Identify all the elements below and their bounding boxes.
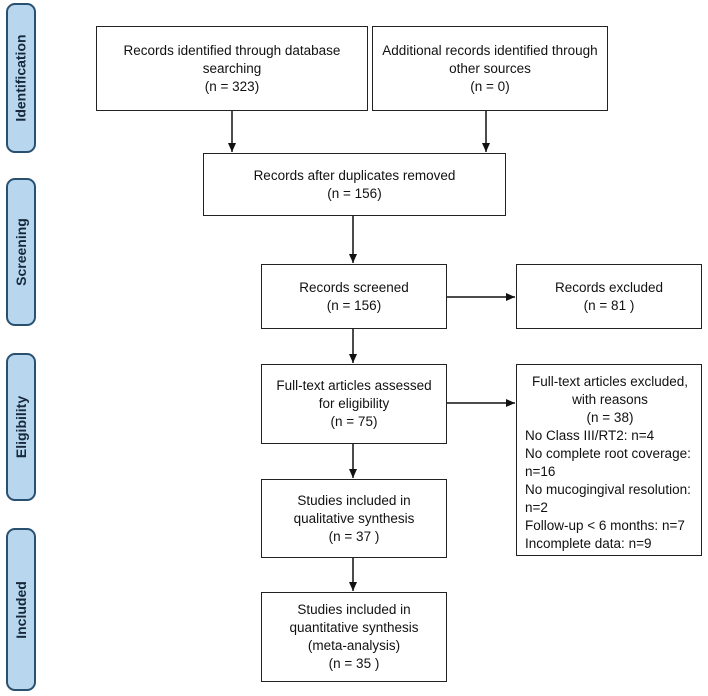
box-fulltext-assessed-line1: Full-text articles assessed xyxy=(276,378,432,393)
box-after-duplicates-line1: Records after duplicates removed xyxy=(253,167,456,183)
box-after-duplicates: Records after duplicates removed (n = 15… xyxy=(203,153,506,216)
box-fulltext-excluded: Full-text articles excluded, with reason… xyxy=(516,364,702,556)
phase-screening: Screening xyxy=(6,178,36,326)
box-records-excluded-count: (n = 81 ) xyxy=(583,297,635,313)
box-other-records-count: (n = 0) xyxy=(470,78,510,94)
box-fulltext-excluded-line2: with reasons xyxy=(572,392,648,407)
exclusion-reason: No Class III/RT2: n=4 xyxy=(525,428,655,443)
box-records-screened-count: (n = 156) xyxy=(326,297,382,313)
phase-identification: Identification xyxy=(6,3,36,153)
exclusion-reason: No mucogingival resolution: xyxy=(525,482,691,497)
box-records-excluded: Records excluded (n = 81 ) xyxy=(516,264,702,329)
box-qualitative-line2: qualitative synthesis xyxy=(293,510,415,526)
box-quantitative-line2: quantitative synthesis xyxy=(289,620,419,635)
box-fulltext-assessed-count: (n = 75) xyxy=(330,414,378,429)
box-database-records-line2: searching xyxy=(202,60,262,76)
box-records-screened-line1: Records screened xyxy=(299,279,409,295)
box-quantitative-count: (n = 35 ) xyxy=(328,656,380,671)
box-after-duplicates-count: (n = 156) xyxy=(327,185,382,201)
box-fulltext-excluded-line1: Full-text articles excluded, xyxy=(531,374,689,389)
box-qualitative-line1: Studies included in xyxy=(297,492,411,508)
box-qualitative-synthesis: Studies included in qualitative synthesi… xyxy=(261,479,447,558)
box-database-records-count: (n = 323) xyxy=(204,78,260,94)
box-database-records-line1: Records identified through database xyxy=(123,42,341,58)
box-quantitative-line1: Studies included in xyxy=(297,602,411,617)
exclusion-reason: Follow-up < 6 months: n=7 xyxy=(525,518,685,533)
exclusion-reason: No complete root coverage: xyxy=(525,446,691,461)
box-records-excluded-line1: Records excluded xyxy=(554,279,664,295)
exclusion-reason: n=2 xyxy=(525,500,548,515)
box-other-records: Additional records identified through ot… xyxy=(372,26,608,111)
box-other-records-line2: other sources xyxy=(449,60,531,76)
box-fulltext-excluded-count: (n = 38) xyxy=(586,410,634,425)
exclusion-reason: n=16 xyxy=(525,464,556,479)
box-quantitative-line3: (meta-analysis) xyxy=(307,638,401,653)
box-other-records-line1: Additional records identified through xyxy=(382,42,598,58)
box-fulltext-assessed: Full-text articles assessed for eligibil… xyxy=(261,364,447,444)
box-fulltext-assessed-line2: for eligibility xyxy=(318,396,390,411)
phase-included: Included xyxy=(6,528,36,691)
box-records-screened: Records screened (n = 156) xyxy=(261,264,447,329)
exclusion-reason: Incomplete data: n=9 xyxy=(525,536,652,551)
box-database-records: Records identified through database sear… xyxy=(96,26,368,111)
box-qualitative-count: (n = 37 ) xyxy=(328,528,380,544)
phase-eligibility: Eligibility xyxy=(6,353,36,501)
box-quantitative-synthesis: Studies included in quantitative synthes… xyxy=(261,592,447,682)
